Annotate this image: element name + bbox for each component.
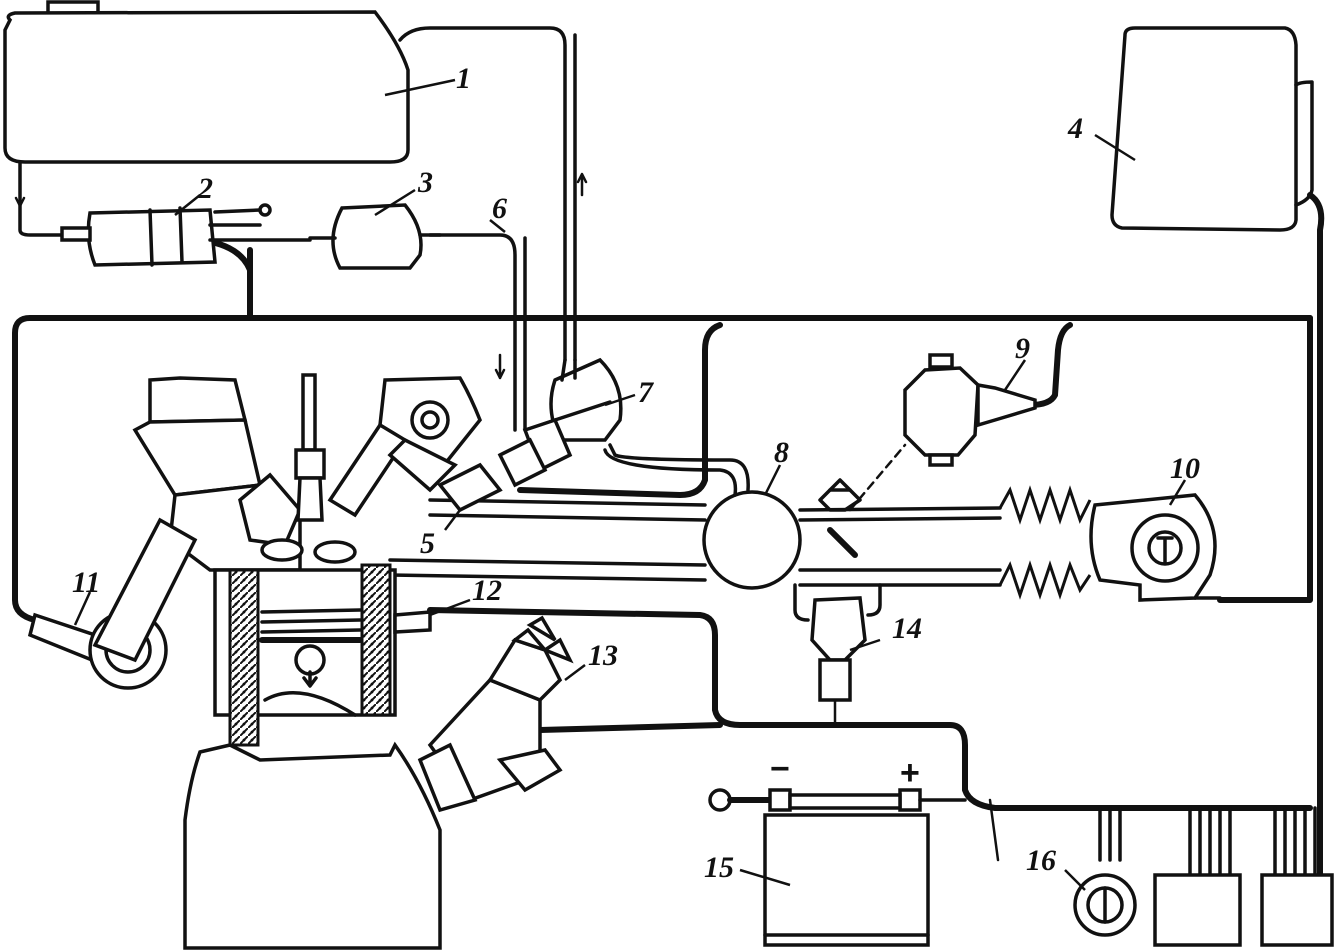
callout-labels: 1 2 3 4 5 6 7 8 9 10 11 12 13 14 15 16: [72, 62, 1200, 884]
pressure-regulator: [497, 357, 623, 488]
label-8: 8: [774, 436, 789, 469]
relay-block: [1073, 873, 1334, 947]
label-4: 4: [1067, 112, 1083, 145]
label-3: 3: [417, 166, 433, 199]
label-12: 12: [472, 574, 502, 607]
ignition-distributor: [417, 615, 574, 813]
label-7: 7: [638, 376, 654, 409]
label-15: 15: [704, 851, 734, 884]
auxiliary-air-valve: [793, 583, 882, 727]
label-2: 2: [197, 172, 213, 205]
label-14: 14: [892, 612, 922, 645]
fuel-lines: [14, 26, 588, 432]
throttle-position-switch: [903, 353, 1037, 467]
fuel-filter: [308, 203, 442, 270]
label-10: 10: [1170, 452, 1200, 485]
label-16: 16: [1026, 844, 1056, 877]
label-9: 9: [1015, 332, 1030, 365]
control-unit: [1110, 26, 1314, 232]
wiring-harness: [12, 192, 1325, 883]
fuel-pump: [60, 203, 312, 267]
label-13: 13: [588, 639, 618, 672]
intake-plenum: [388, 443, 1002, 590]
leader-lines: [73, 78, 1187, 891]
fuel-tank: [3, 0, 410, 164]
label-5: 5: [420, 527, 435, 560]
battery-minus-sign: −: [770, 750, 790, 788]
air-flow-sensor: [998, 485, 1222, 602]
label-6: 6: [492, 192, 507, 225]
label-11: 11: [72, 566, 100, 599]
battery-plus-sign: +: [900, 754, 920, 792]
label-1: 1: [456, 62, 471, 95]
battery: [708, 788, 967, 947]
engine: [92, 373, 503, 950]
